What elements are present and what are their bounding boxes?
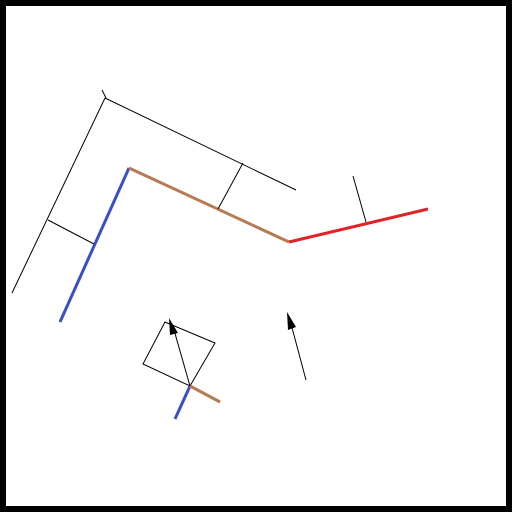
tick-middle bbox=[217, 162, 244, 210]
arrow-left-head bbox=[169, 318, 178, 335]
arrow-left-shaft bbox=[173, 329, 191, 387]
tick-right bbox=[352, 175, 367, 223]
detail-segment-brown bbox=[189, 384, 221, 404]
arrow-right-head bbox=[287, 312, 296, 330]
offset-guide-left bbox=[11, 97, 106, 294]
detail-segment-blue bbox=[173, 385, 192, 420]
tick-left bbox=[47, 219, 95, 245]
arrow-right-shaft bbox=[290, 323, 307, 381]
polyline-right-red bbox=[288, 207, 429, 244]
polyline-left-blue bbox=[58, 167, 131, 323]
polyline-middle-brown bbox=[128, 166, 290, 244]
offset-guide-middle bbox=[104, 97, 297, 191]
detail-square bbox=[142, 321, 216, 387]
offset-guide-top bbox=[101, 89, 107, 99]
